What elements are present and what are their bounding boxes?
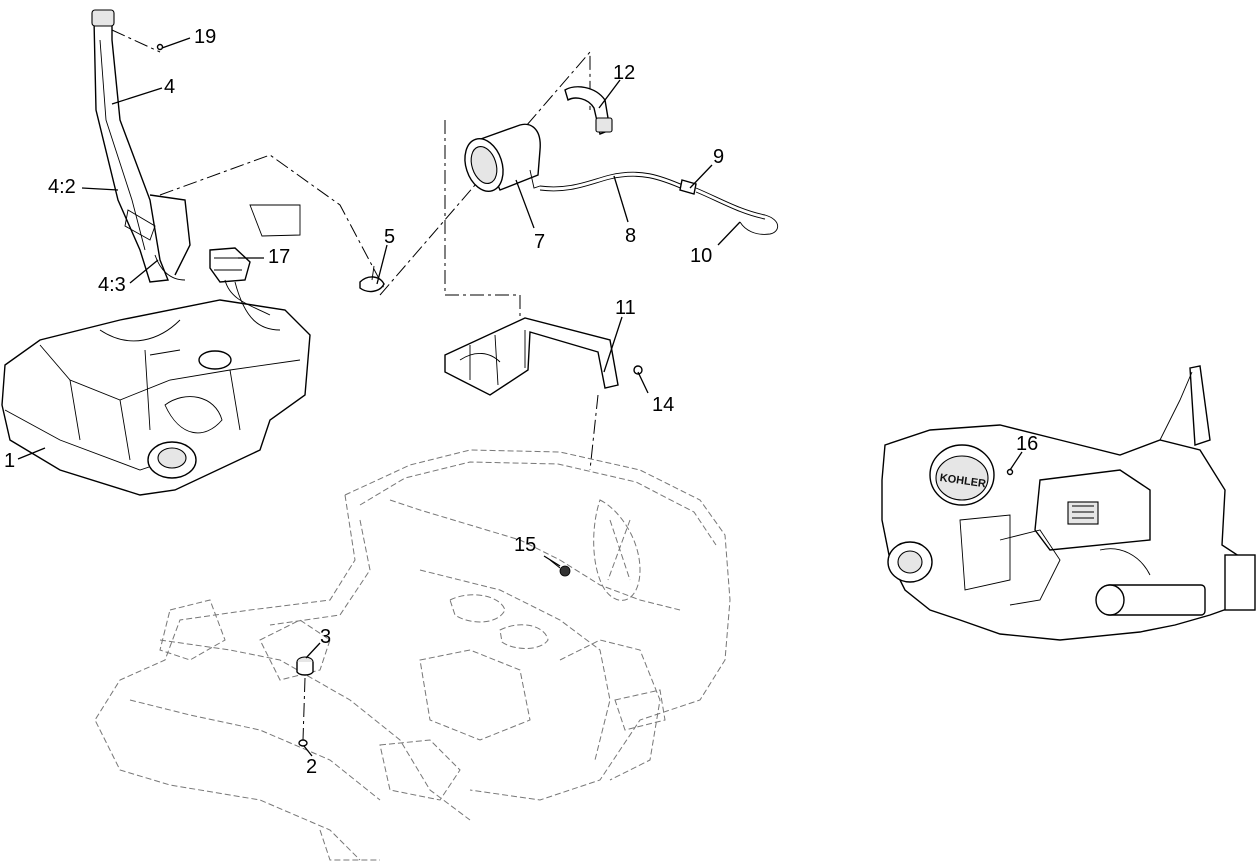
- vent-hoses: [539, 171, 779, 235]
- callout-2: 2: [306, 756, 317, 778]
- canister-mount-bracket: [444, 317, 643, 396]
- fuel-filler-neck: [91, 9, 191, 283]
- fuel-valve-bracket: [209, 204, 301, 283]
- fuel-tank: [1, 279, 311, 496]
- callout-16: 16: [1016, 433, 1038, 455]
- callout-5: 5: [384, 226, 395, 248]
- small-hardware: [156, 43, 571, 747]
- canister-strap: [564, 86, 613, 135]
- callout-17: 17: [268, 246, 290, 268]
- callout-19: 19: [194, 26, 216, 48]
- callout-8: 8: [625, 225, 636, 247]
- callout-labels: 19 4 4:2 4:3 17 1 5 12 9 8 7 10 11 14 15…: [4, 26, 1038, 778]
- leader-lines: [17, 37, 1023, 757]
- callout-7: 7: [534, 231, 545, 253]
- callout-14: 14: [652, 394, 674, 416]
- callout-4: 4: [164, 76, 175, 98]
- callout-1: 1: [4, 450, 15, 472]
- callout-11: 11: [615, 297, 636, 319]
- callout-10: 10: [690, 245, 712, 267]
- callout-4-3: 4:3: [98, 274, 126, 296]
- callout-15: 15: [514, 534, 536, 556]
- callout-4-2: 4:2: [48, 176, 76, 198]
- engine-assembly-inset: KOHLER: [881, 365, 1256, 641]
- callout-12: 12: [613, 62, 635, 84]
- callout-9: 9: [713, 146, 724, 168]
- chassis-frame: [94, 449, 731, 861]
- charcoal-canister: [464, 123, 541, 192]
- callout-3: 3: [320, 626, 331, 648]
